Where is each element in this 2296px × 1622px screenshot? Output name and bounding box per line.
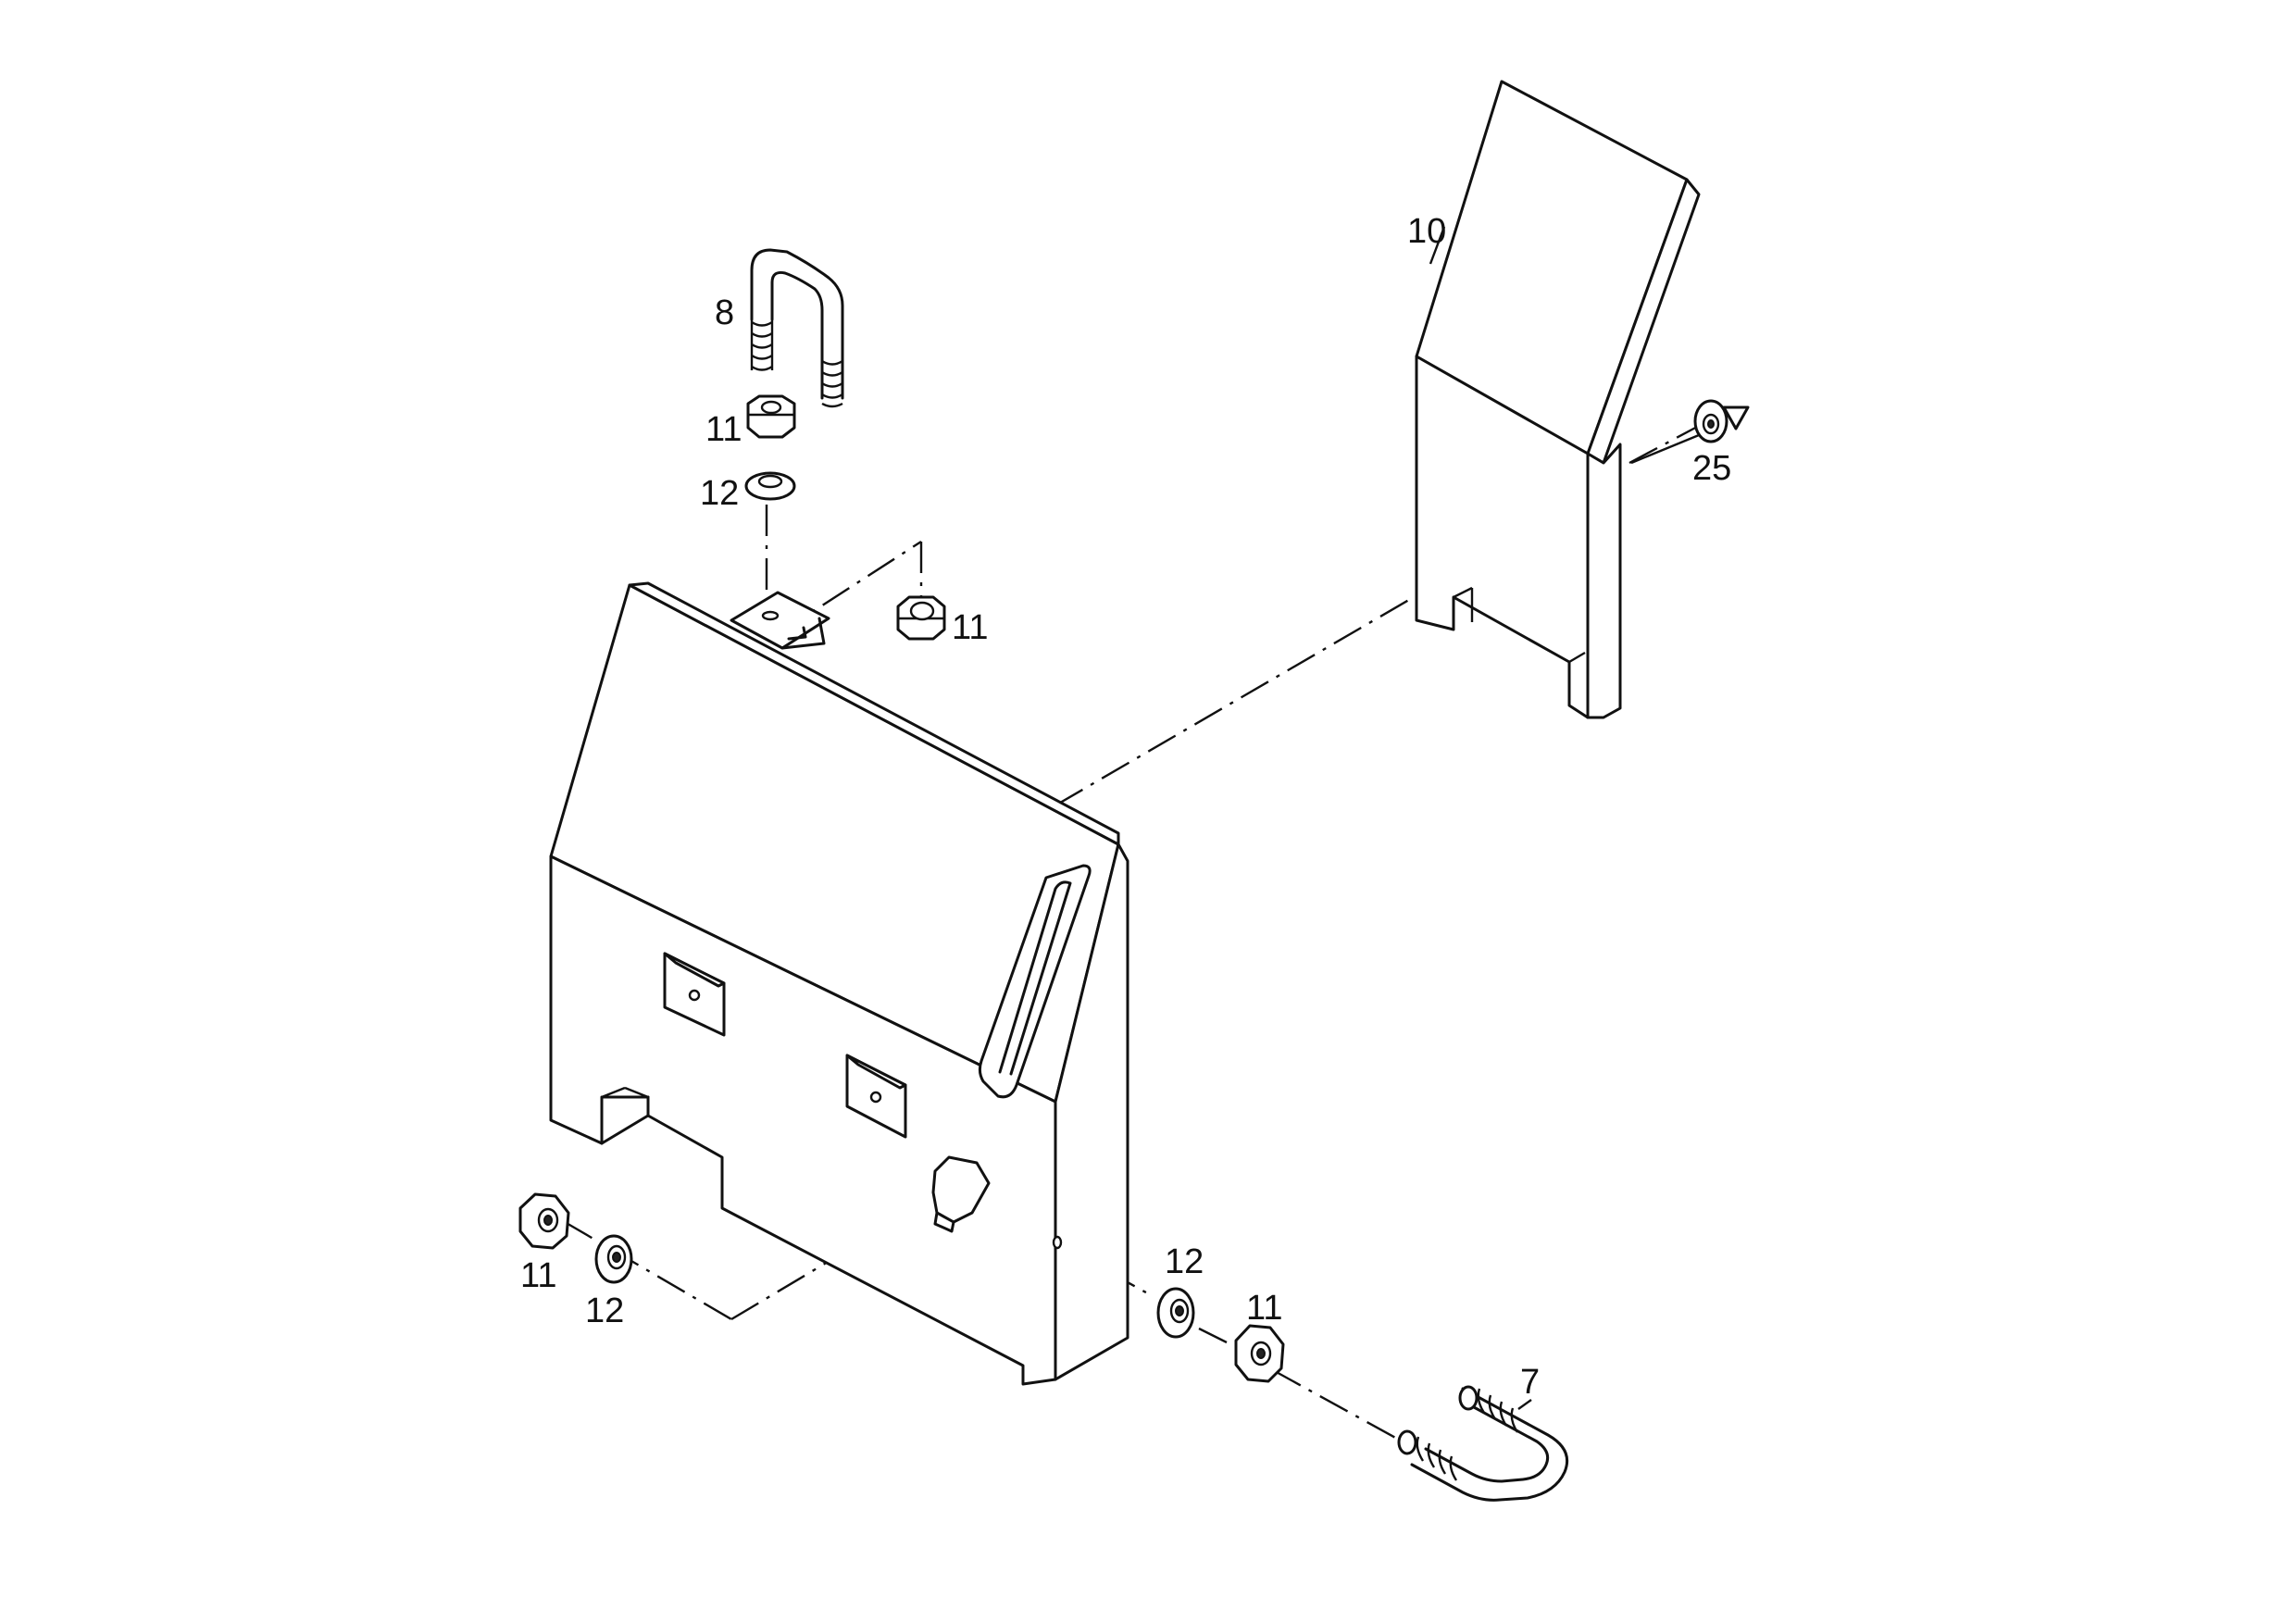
- callout-12-bottom-left: 12: [585, 1291, 624, 1330]
- front-pad-left: [663, 952, 726, 1037]
- part-7-u-bolt-bottom: [1397, 1385, 1569, 1502]
- part-11-hex-nut-bottom-left: [518, 1192, 570, 1250]
- callout-11-right: 11: [952, 608, 988, 647]
- part-8-u-bolt-top: [750, 248, 844, 408]
- rear-boss: [931, 1155, 991, 1233]
- callout-7: 7: [1520, 1363, 1540, 1402]
- callout-12-bottom-right: 12: [1165, 1242, 1204, 1281]
- part-11-hex-nut-bottom-right: [1234, 1324, 1285, 1383]
- callout-11-bottom-right: 11: [1246, 1289, 1282, 1328]
- u-bolt-bottom-threads: [1397, 1385, 1519, 1481]
- part-11-hex-nut-right: [896, 595, 946, 641]
- front-pad-right: [845, 1054, 907, 1139]
- mounting-bracket: [730, 591, 830, 650]
- callout-11-bottom-left: 11: [520, 1256, 556, 1295]
- callout-11-top: 11: [705, 410, 742, 449]
- part-25-nut: [1693, 399, 1728, 443]
- side-pin-hole: [1052, 1235, 1063, 1250]
- part-12-washer-bottom-left: [594, 1234, 633, 1284]
- part-11-hex-nut-top: [746, 394, 796, 439]
- callout-8: 8: [715, 293, 734, 332]
- lifting-handle-slot: [978, 864, 1092, 1099]
- callout-10: 10: [1407, 212, 1446, 251]
- leader-lines: [1429, 226, 1700, 1410]
- part-12-washer-bottom-right: [1156, 1287, 1195, 1339]
- callout-25: 25: [1692, 449, 1731, 488]
- part-10-rear-weight-plate: [1415, 80, 1701, 719]
- part-25-pointer-icon: [1722, 406, 1750, 430]
- callout-12-top: 12: [700, 474, 739, 513]
- u-bolt-top-threads: [750, 319, 843, 408]
- part-12-washer-top: [744, 471, 796, 501]
